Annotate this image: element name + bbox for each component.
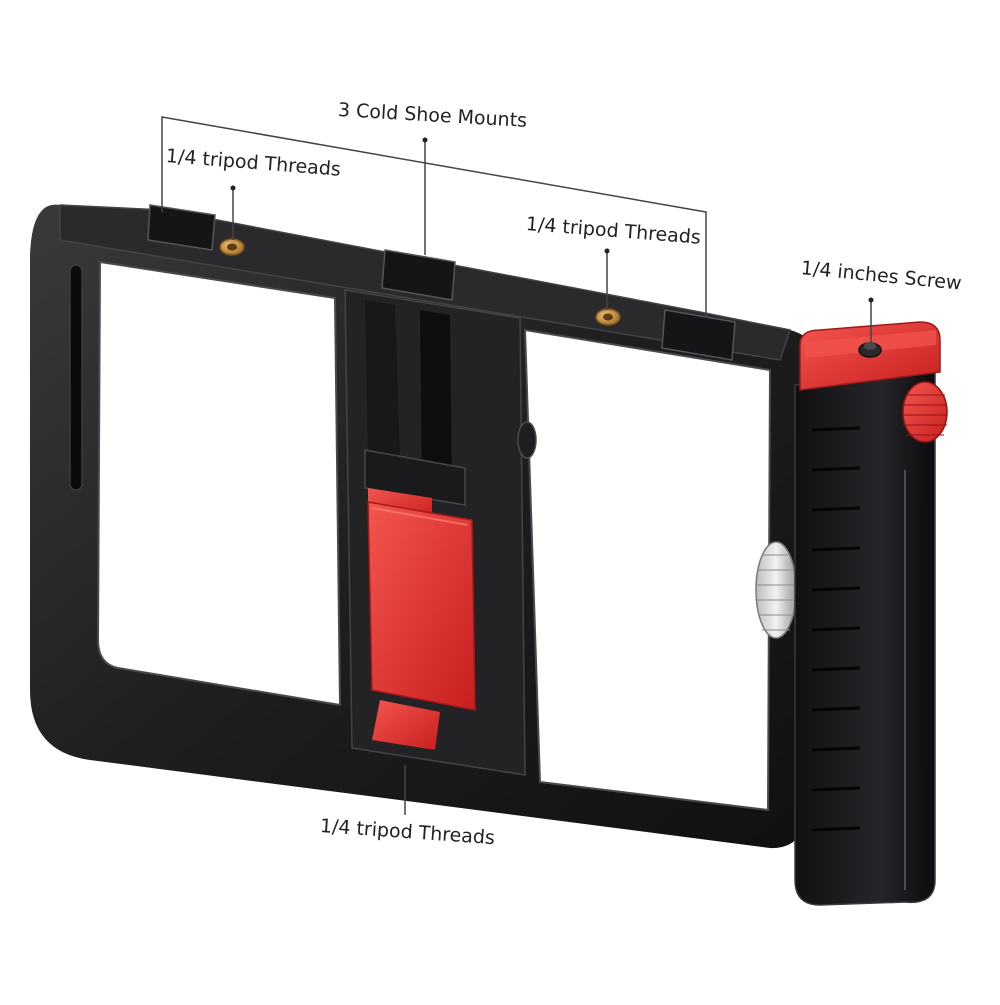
frame-bevel [96, 260, 772, 812]
cold-shoe-mounts [147, 204, 736, 361]
clamp-knob [517, 421, 537, 459]
clamp-red-pad [367, 501, 476, 711]
left-side-slot [69, 264, 83, 491]
silver-knob [755, 541, 797, 639]
cold-shoe-center [381, 249, 456, 301]
screw-tip [864, 342, 876, 350]
silver-knob-ridges [757, 554, 795, 631]
clamp-column-side [365, 300, 400, 460]
handle-grip [794, 321, 941, 906]
phone-clamp [364, 449, 476, 750]
dot-screw [868, 297, 874, 303]
quarter-inch-screw [858, 342, 882, 358]
clamp-red-bottom-tab [372, 700, 440, 750]
leader-dots [230, 137, 874, 303]
brass-thread-right-hole [603, 313, 613, 321]
grip-ridges [811, 426, 861, 832]
leader-lines [161, 116, 872, 815]
brass-thread-left-hole [227, 243, 237, 251]
cold-shoe-left [147, 204, 216, 251]
red-wheel [902, 381, 948, 443]
red-wheel-ridges [903, 394, 947, 436]
top-tripod-threads [219, 238, 621, 326]
cold-shoe-right [661, 309, 736, 361]
grip-attachment-knob [755, 541, 797, 639]
clamp-upper-block [364, 449, 466, 506]
dot-top-left [230, 185, 236, 191]
red-adjustment-wheel [902, 381, 948, 443]
dot-cold-shoe [422, 137, 428, 143]
bracket-cold-shoe [161, 116, 707, 318]
dot-top-right [604, 248, 610, 254]
grip-body [794, 367, 936, 906]
clamp-red-highlight [371, 507, 469, 526]
clamp-column-groove [420, 310, 452, 500]
